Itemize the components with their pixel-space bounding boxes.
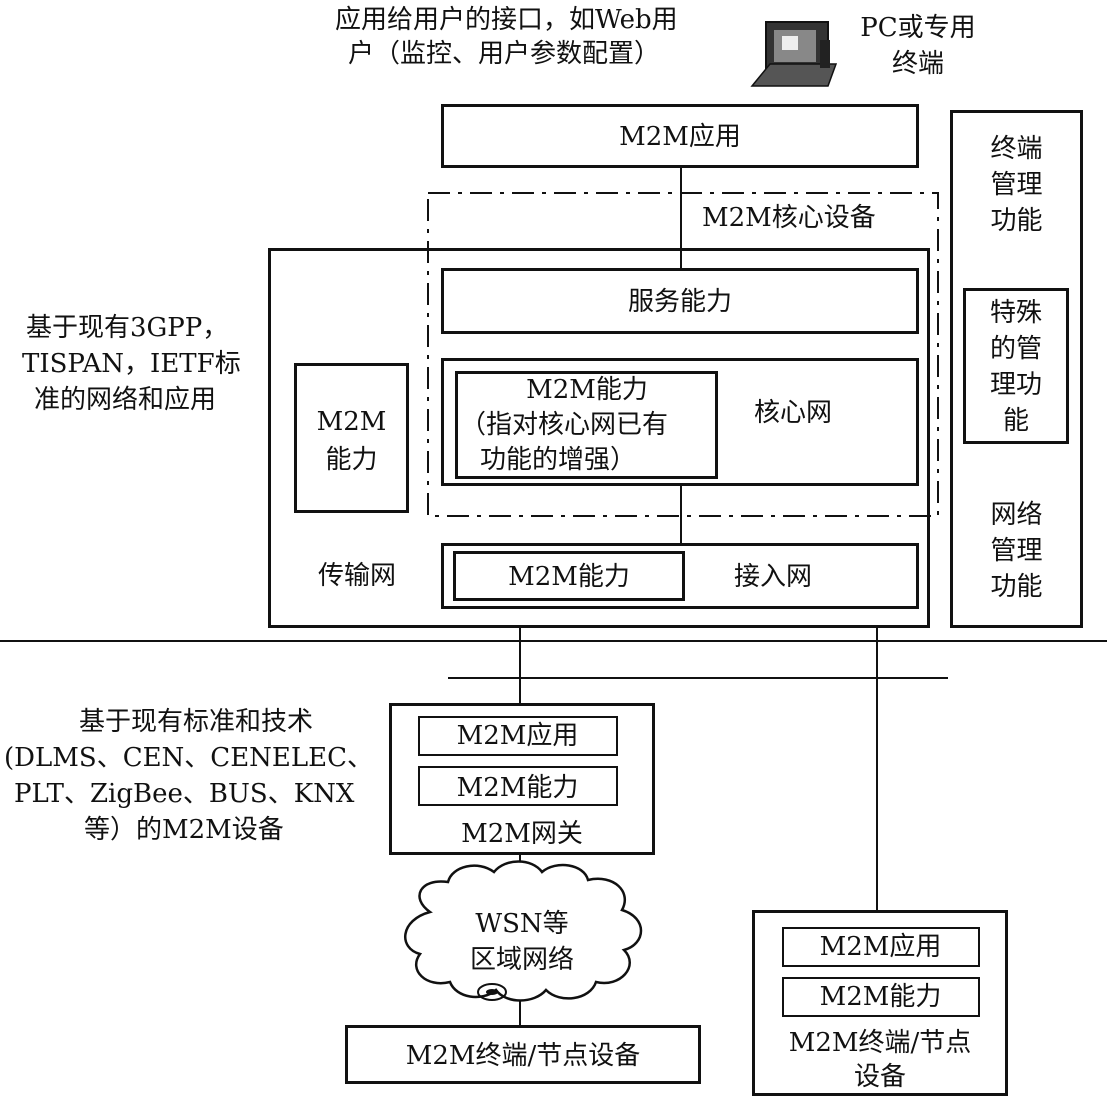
cloud-icon xyxy=(404,860,643,1002)
core-network-label: 核心网 xyxy=(754,398,833,428)
pc-label-line2: 终端 xyxy=(891,49,944,79)
network-mgmt-line2: 管理 xyxy=(990,536,1043,566)
interface-label-line1: 应用给用户的接口，如Web用 xyxy=(335,5,678,35)
core-m2m-capability-line1: M2M能力 xyxy=(526,375,648,405)
service-capability-box: 服务能力 xyxy=(441,268,919,334)
special-mgmt-line1: 特殊 xyxy=(989,298,1042,328)
terminal-mgmt-line2: 管理 xyxy=(990,170,1043,200)
device-standards-note-line1: 基于现有标准和技术 xyxy=(78,707,313,737)
access-m2m-capability-box: M2M能力 xyxy=(453,551,685,601)
gateway-m2m-application-box: M2M应用 xyxy=(418,716,618,756)
special-mgmt-line4: 能 xyxy=(1002,406,1029,436)
network-mgmt-line1: 网络 xyxy=(990,500,1043,530)
interface-label-line2: 户（监控、用户参数配置） xyxy=(348,39,661,69)
core-device-boundary xyxy=(427,192,939,517)
device-standards-note-line2: (DLMS、CEN、CENELEC、 xyxy=(4,743,374,773)
core-device-label: M2M核心设备 xyxy=(702,203,876,233)
transport-network-box xyxy=(268,248,930,628)
m2m-terminal-left-label: M2M终端/节点设备 xyxy=(405,1041,641,1071)
pc-label-line1: PC或专用 xyxy=(860,13,976,43)
m2m-terminal-right-label-line1: M2M终端/节点 xyxy=(788,1028,972,1058)
network-mgmt-line3: 功能 xyxy=(990,572,1043,602)
network-standards-note-line3: 准的网络和应用 xyxy=(34,385,217,415)
special-mgmt-box: 特殊 的管 理功 能 xyxy=(963,288,1069,444)
access-m2m-capability-label: M2M能力 xyxy=(508,562,630,592)
terminal-m2m-application-box: M2M应用 xyxy=(782,927,980,967)
service-capability-label: 服务能力 xyxy=(627,287,732,317)
m2m-gateway-label: M2M网关 xyxy=(461,819,583,849)
m2m-terminal-right-label-line2: 设备 xyxy=(853,1062,906,1092)
left-m2m-capability-box: M2M 能力 xyxy=(294,363,409,513)
gateway-m2m-capability-label: M2M能力 xyxy=(456,773,579,803)
network-standards-note-line1: 基于现有3GPP， xyxy=(26,313,229,343)
core-m2m-capability-line3: 功能的增强） xyxy=(480,445,637,475)
wsn-label-line2: 区域网络 xyxy=(469,945,574,975)
left-m2m-capability-line2: 能力 xyxy=(325,445,378,475)
device-standards-note-line4: 等）的M2M设备 xyxy=(84,815,284,845)
access-network-label: 接入网 xyxy=(734,562,813,592)
core-m2m-capability-line2: （指对核心网已有 xyxy=(460,410,669,440)
gateway-m2m-capability-box: M2M能力 xyxy=(418,766,618,806)
core-m2m-capability-box: M2M能力 （指对核心网已有 功能的增强） xyxy=(455,371,718,479)
terminal-m2m-capability-label: M2M能力 xyxy=(819,982,942,1012)
m2m-application-label: M2M应用 xyxy=(619,122,741,152)
device-standards-note-line3: PLT、ZigBee、BUS、KNX xyxy=(14,779,355,809)
terminal-mgmt-line3: 功能 xyxy=(990,206,1043,236)
wsn-label-line1: WSN等 xyxy=(475,909,569,939)
gateway-m2m-application-label: M2M应用 xyxy=(456,721,579,751)
m2m-terminal-left-box: M2M终端/节点设备 xyxy=(345,1025,701,1084)
left-m2m-capability-line1: M2M xyxy=(316,407,387,437)
network-standards-note-line2: TISPAN，IETF标 xyxy=(22,349,241,379)
transport-network-label: 传输网 xyxy=(318,561,397,591)
special-mgmt-line3: 理功 xyxy=(989,370,1042,400)
terminal-mgmt-line1: 终端 xyxy=(990,134,1043,164)
terminal-m2m-application-label: M2M应用 xyxy=(819,932,942,962)
m2m-application-box: M2M应用 xyxy=(441,104,919,168)
computer-terminal-icon xyxy=(750,21,838,87)
special-mgmt-line2: 的管 xyxy=(989,334,1042,364)
terminal-m2m-capability-box: M2M能力 xyxy=(782,977,980,1017)
